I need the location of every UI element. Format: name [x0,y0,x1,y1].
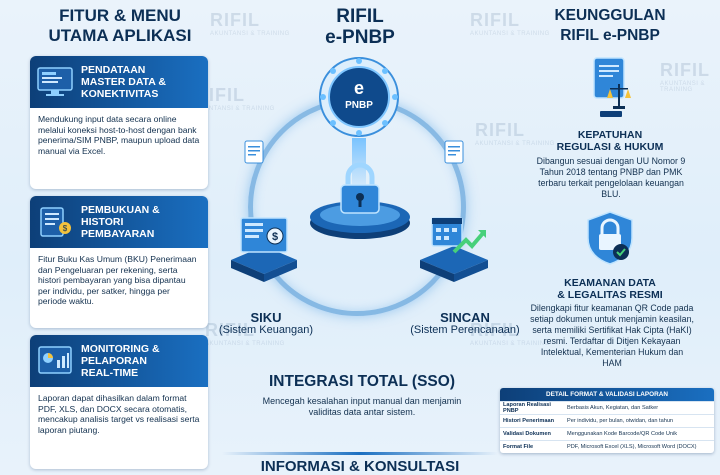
feature-card-header: $ PEMBUKUAN & HISTORI PEMBAYARAN [30,196,208,248]
ledger-book-icon: $ [35,202,75,242]
pnbp-hub-label: PNBP [345,100,373,111]
left-column-title: FITUR & MENU UTAMA APLIKASI [48,6,192,45]
table-row: Laporan Realisasi PNBP Berbasis Akun, Ke… [500,401,714,414]
table-row-key: Laporan Realisasi PNBP [503,402,551,414]
table-row: Validasi Dokumen Menggunakan Kode Barcod… [500,427,714,440]
feature-card-description: Mendukung input data secara online melal… [38,114,200,156]
feature-card-title: PEMBUKUAN & HISTORI PEMBAYARAN [81,204,160,240]
security-lock-platform [305,155,415,245]
svg-text:$: $ [63,224,68,233]
table-row-key: Format File [503,444,534,450]
format-validation-table: DETAIL FORMAT & VALIDASI LAPORAN Laporan… [500,388,714,453]
feature-card-header: PENDATAAN MASTER DATA & KONEKTIVITAS [30,56,208,108]
footer-title: INFORMASI & KONSULTASI [260,458,460,475]
table-row: Histori Penerimaan Per individu, per bul… [500,414,714,427]
feature-card-pembukuan: $ PEMBUKUAN & HISTORI PEMBAYARAN Fitur B… [30,196,208,328]
database-monitor-icon [35,62,75,102]
advantage-desc-keamanan: Dilengkapi fitur keamanan QR Code pada s… [530,303,694,368]
sincan-label: SINCAN (Sistem Perencanaan) [410,310,520,336]
right-column-title: KEUNGGULAN RIFIL e-PNBP [554,7,666,44]
document-icon [244,140,264,169]
shield-lock-icon [584,210,636,271]
table-title: DETAIL FORMAT & VALIDASI LAPORAN [500,388,714,401]
sso-description: Mencegah kesalahan input manual dan menj… [262,396,462,417]
table-row-key: Histori Penerimaan [503,418,554,424]
feature-card-title: PENDATAAN MASTER DATA & KONEKTIVITAS [81,64,166,100]
svg-text:$: $ [272,231,278,243]
feature-card-monitoring: MONITORING & PELAPORAN REAL-TIME Laporan… [30,335,208,469]
table-row-value: Berbasis Akun, Kegiatan, dan Satker [567,405,659,411]
footer-divider [222,452,498,455]
feature-card-description: Fitur Buku Kas Umum (BKU) Penerimaan dan… [38,254,197,307]
table-row: Format File PDF, Microsoft Excel (XLS), … [500,440,714,453]
document-icon [444,140,464,169]
siku-label: SIKU (Sistem Keuangan) [218,310,314,336]
advantage-title-regulasi: KEPATUHAN REGULASI & HUKUM [556,129,664,153]
svg-text:e: e [354,78,364,98]
table-row-value: Menggunakan Kode Barcode/QR Code Unik [567,431,678,437]
table-row-value: PDF, Microsoft Excel (XLS), Microsoft Wo… [567,444,697,450]
sincan-platform [414,210,494,290]
table-row-key: Validasi Dokumen [503,431,551,437]
table-row-value: Per individu, per bulan, otwidan, dan ta… [567,418,674,424]
feature-card-master-data: PENDATAAN MASTER DATA & KONEKTIVITAS Men… [30,56,208,189]
feature-card-header: MONITORING & PELAPORAN REAL-TIME [30,335,208,387]
pnbp-hub: e PNBP [318,56,400,138]
advantage-desc-regulasi: Dibangun sesuai dengan UU Nomor 9 Tahun … [536,156,686,199]
siku-platform: $ [225,210,303,290]
advantage-title-keamanan: KEAMANAN DATA & LEGALITAS RESMI [557,277,663,301]
report-chart-icon [35,341,75,381]
sso-title: INTEGRASI TOTAL (SSO) [268,373,455,390]
center-title: RIFIL e-PNBP [325,6,395,48]
feature-card-description: Laporan dapat dihasilkan dalam format PD… [38,393,200,435]
feature-card-title: MONITORING & PELAPORAN REAL-TIME [81,343,160,379]
regulation-scale-icon [588,56,634,125]
